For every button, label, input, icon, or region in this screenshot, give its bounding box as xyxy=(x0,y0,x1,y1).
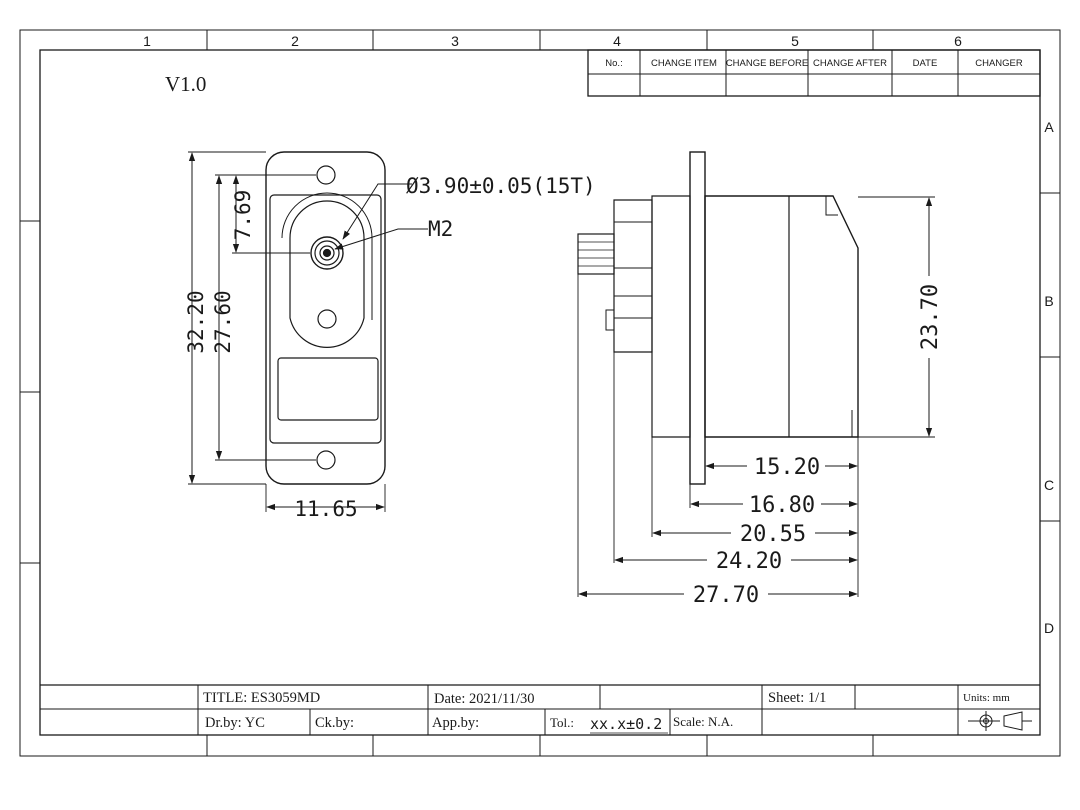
revision-header: DATE xyxy=(913,58,938,69)
dim-hole-spacing: 27.60 xyxy=(211,290,235,353)
dim-d1: 15.20 xyxy=(754,455,820,480)
output-spline xyxy=(310,236,344,270)
side-case xyxy=(704,195,859,438)
dim-shaft-offset: 7.69 xyxy=(231,190,255,241)
dim-d2: 16.80 xyxy=(749,493,815,518)
mounting-hole-bottom xyxy=(316,450,336,470)
dim-body-height: 23.70 xyxy=(918,284,943,350)
side-view xyxy=(577,151,935,598)
gear-cover xyxy=(289,200,365,348)
zone-row-label: C xyxy=(1044,477,1054,493)
revision-header: No.: xyxy=(605,58,622,69)
revision-header: CHANGE ITEM xyxy=(651,58,717,69)
units-label: Units: mm xyxy=(963,692,1010,704)
dim-d3: 20.55 xyxy=(740,522,806,547)
zone-column-label: 6 xyxy=(954,33,962,49)
dim-d4: 24.20 xyxy=(716,549,782,574)
mounting-hole-top xyxy=(316,165,336,185)
revision-header: CHANGE AFTER xyxy=(813,58,887,69)
projection-symbol-icon xyxy=(968,711,1032,731)
sheet-frame xyxy=(19,29,1061,757)
dim-d5: 27.70 xyxy=(693,583,759,608)
dim-width: 11.65 xyxy=(294,497,357,521)
gear-top xyxy=(613,199,653,353)
drawing-date: Date: 2021/11/30 xyxy=(434,691,535,707)
zone-column-label: 3 xyxy=(451,33,459,49)
checked-by: Ck.by: xyxy=(315,715,354,731)
tolerance-value: xx.x±0.2 xyxy=(590,715,662,733)
leader-spline xyxy=(342,183,412,240)
front-view xyxy=(188,151,428,512)
side-spline xyxy=(577,233,615,275)
drawing-title: TITLE: ES3059MD xyxy=(203,690,320,706)
leader-screw xyxy=(334,228,428,250)
sheet-number: Sheet: 1/1 xyxy=(768,690,826,706)
revision-table: No.: CHANGE ITEM CHANGE BEFORE CHANGE AF… xyxy=(587,49,1041,97)
zone-row-label: A xyxy=(1044,119,1054,135)
gear-housing xyxy=(651,195,691,438)
revision-header: CHANGE BEFORE xyxy=(726,58,808,69)
zone-column-label: 1 xyxy=(143,33,151,49)
zone-row-label: D xyxy=(1044,620,1054,636)
side-flange xyxy=(689,151,706,485)
drawn-by: Dr.by: YC xyxy=(205,715,265,731)
scale-label: Scale: N.A. xyxy=(673,714,733,729)
title-block: TITLE: ES3059MD Date: 2021/11/30 Sheet: … xyxy=(40,684,1040,735)
idler-boss xyxy=(317,309,337,329)
zone-column-label: 4 xyxy=(613,33,621,49)
tolerance-label: Tol.: xyxy=(550,715,574,730)
spline-screw xyxy=(322,248,332,258)
servo-case xyxy=(269,194,382,444)
zone-column-label: 5 xyxy=(791,33,799,49)
revision-header: CHANGER xyxy=(975,58,1023,69)
mounting-flange xyxy=(265,151,386,485)
zone-labels: 1 2 3 4 5 6 A B C D xyxy=(143,33,1054,636)
dim-screw: M2 xyxy=(428,217,453,241)
zone-column-label: 2 xyxy=(291,33,299,49)
label-area xyxy=(277,357,379,421)
approved-by: App.by: xyxy=(432,715,479,731)
version-label: V1.0 xyxy=(165,72,206,96)
zone-row-label: B xyxy=(1044,293,1053,309)
dim-overall-height: 32.20 xyxy=(184,290,208,353)
dim-spline: Ø3.90±0.05(15T) xyxy=(406,174,596,198)
